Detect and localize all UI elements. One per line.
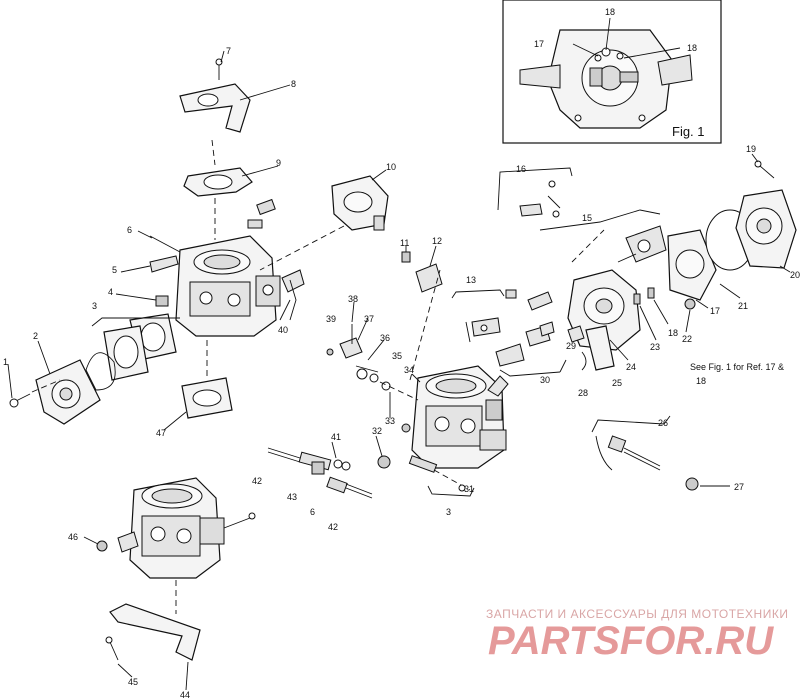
- callout-15: 15: [582, 213, 592, 223]
- callout-3: 3: [92, 301, 97, 311]
- callout-25: 25: [612, 378, 622, 388]
- callout-22: 22: [682, 334, 692, 344]
- fuel-line-26: 26 27: [591, 415, 744, 492]
- callout-18-c: 18: [668, 328, 678, 338]
- bracket-8: [179, 83, 251, 133]
- callout-30: 30: [540, 375, 550, 385]
- callout-39: 39: [326, 314, 336, 324]
- left-carburetor-assembly: 7 8 9 6 5 4 3 2 1 47 40: [3, 46, 305, 438]
- callout-12: 12: [432, 236, 442, 246]
- callout-38: 38: [348, 294, 358, 304]
- callout-35: 35: [392, 351, 402, 361]
- callout-47: 47: [156, 428, 166, 438]
- callout-11: 11: [400, 238, 409, 248]
- callout-23: 23: [650, 342, 660, 352]
- callout-5: 5: [112, 265, 117, 275]
- callout-9: 9: [276, 158, 281, 168]
- callout-42-a: 42: [252, 476, 262, 486]
- fuel-line-parts: 41 32 42 43 6 42: [252, 426, 391, 532]
- callout-1: 1: [3, 357, 8, 367]
- callout-46: 46: [68, 532, 78, 542]
- callout-18-inset-b: 18: [687, 43, 697, 53]
- callout-36: 36: [380, 333, 390, 343]
- callout-7: 7: [226, 46, 231, 56]
- callout-31: 31: [464, 484, 474, 494]
- callout-16: 16: [516, 164, 526, 174]
- callout-18-inset-a: 18: [605, 7, 615, 17]
- callout-37: 37: [364, 314, 374, 324]
- callout-20: 20: [790, 270, 800, 280]
- part-10-housing: 10: [259, 162, 396, 271]
- watermark-logo: PARTSFOR.RU: [488, 619, 774, 663]
- callout-41: 41: [331, 432, 341, 442]
- callout-34: 34: [404, 365, 414, 375]
- callout-10: 10: [386, 162, 396, 172]
- callout-45: 45: [128, 677, 138, 687]
- gasket-25: [585, 325, 615, 371]
- callout-19: 19: [746, 144, 756, 154]
- callout-44: 44: [180, 690, 190, 699]
- inset-fig-1: 18 17 18 Fig. 1: [502, 0, 722, 144]
- callout-3-center: 3: [446, 507, 451, 517]
- see-fig-note: See Fig. 1 for Ref. 17 &: [690, 362, 784, 372]
- part-12: [415, 263, 443, 293]
- callout-17-b: 17: [710, 306, 720, 316]
- callout-43: 43: [287, 492, 297, 502]
- inset-figure-label: Fig. 1: [672, 124, 705, 139]
- callout-24: 24: [626, 362, 636, 372]
- callout-29: 29: [566, 341, 576, 351]
- callout-27: 27: [734, 482, 744, 492]
- callout-13: 13: [466, 275, 476, 285]
- callout-28: 28: [578, 388, 588, 398]
- callout-8: 8: [291, 79, 296, 89]
- bottom-carburetor-assembly: 46 45 44: [68, 477, 256, 699]
- callout-6-b: 6: [310, 507, 315, 517]
- watermark-tagline: ЗАПЧАСТИ И АКСЕССУАРЫ ДЛЯ МОТОТЕХНИКИ: [486, 607, 788, 621]
- watermark: ЗАПЧАСТИ И АКСЕССУАРЫ ДЛЯ МОТОТЕХНИКИ PA…: [486, 607, 788, 663]
- bracket-44: [109, 603, 201, 661]
- callout-21: 21: [738, 301, 748, 311]
- see-fig-note-2: 18: [696, 376, 706, 386]
- callout-2: 2: [33, 331, 38, 341]
- callout-26: 26: [658, 418, 668, 428]
- pump-group: 16 15: [497, 144, 800, 398]
- callout-6: 6: [127, 225, 132, 235]
- center-carburetor-assembly: 11 12 13: [326, 236, 551, 517]
- callout-4: 4: [108, 287, 113, 297]
- callout-40: 40: [278, 325, 288, 335]
- callout-33: 33: [385, 416, 395, 426]
- callout-32: 32: [372, 426, 382, 436]
- callout-42-b: 42: [328, 522, 338, 532]
- callout-17-inset: 17: [534, 39, 544, 49]
